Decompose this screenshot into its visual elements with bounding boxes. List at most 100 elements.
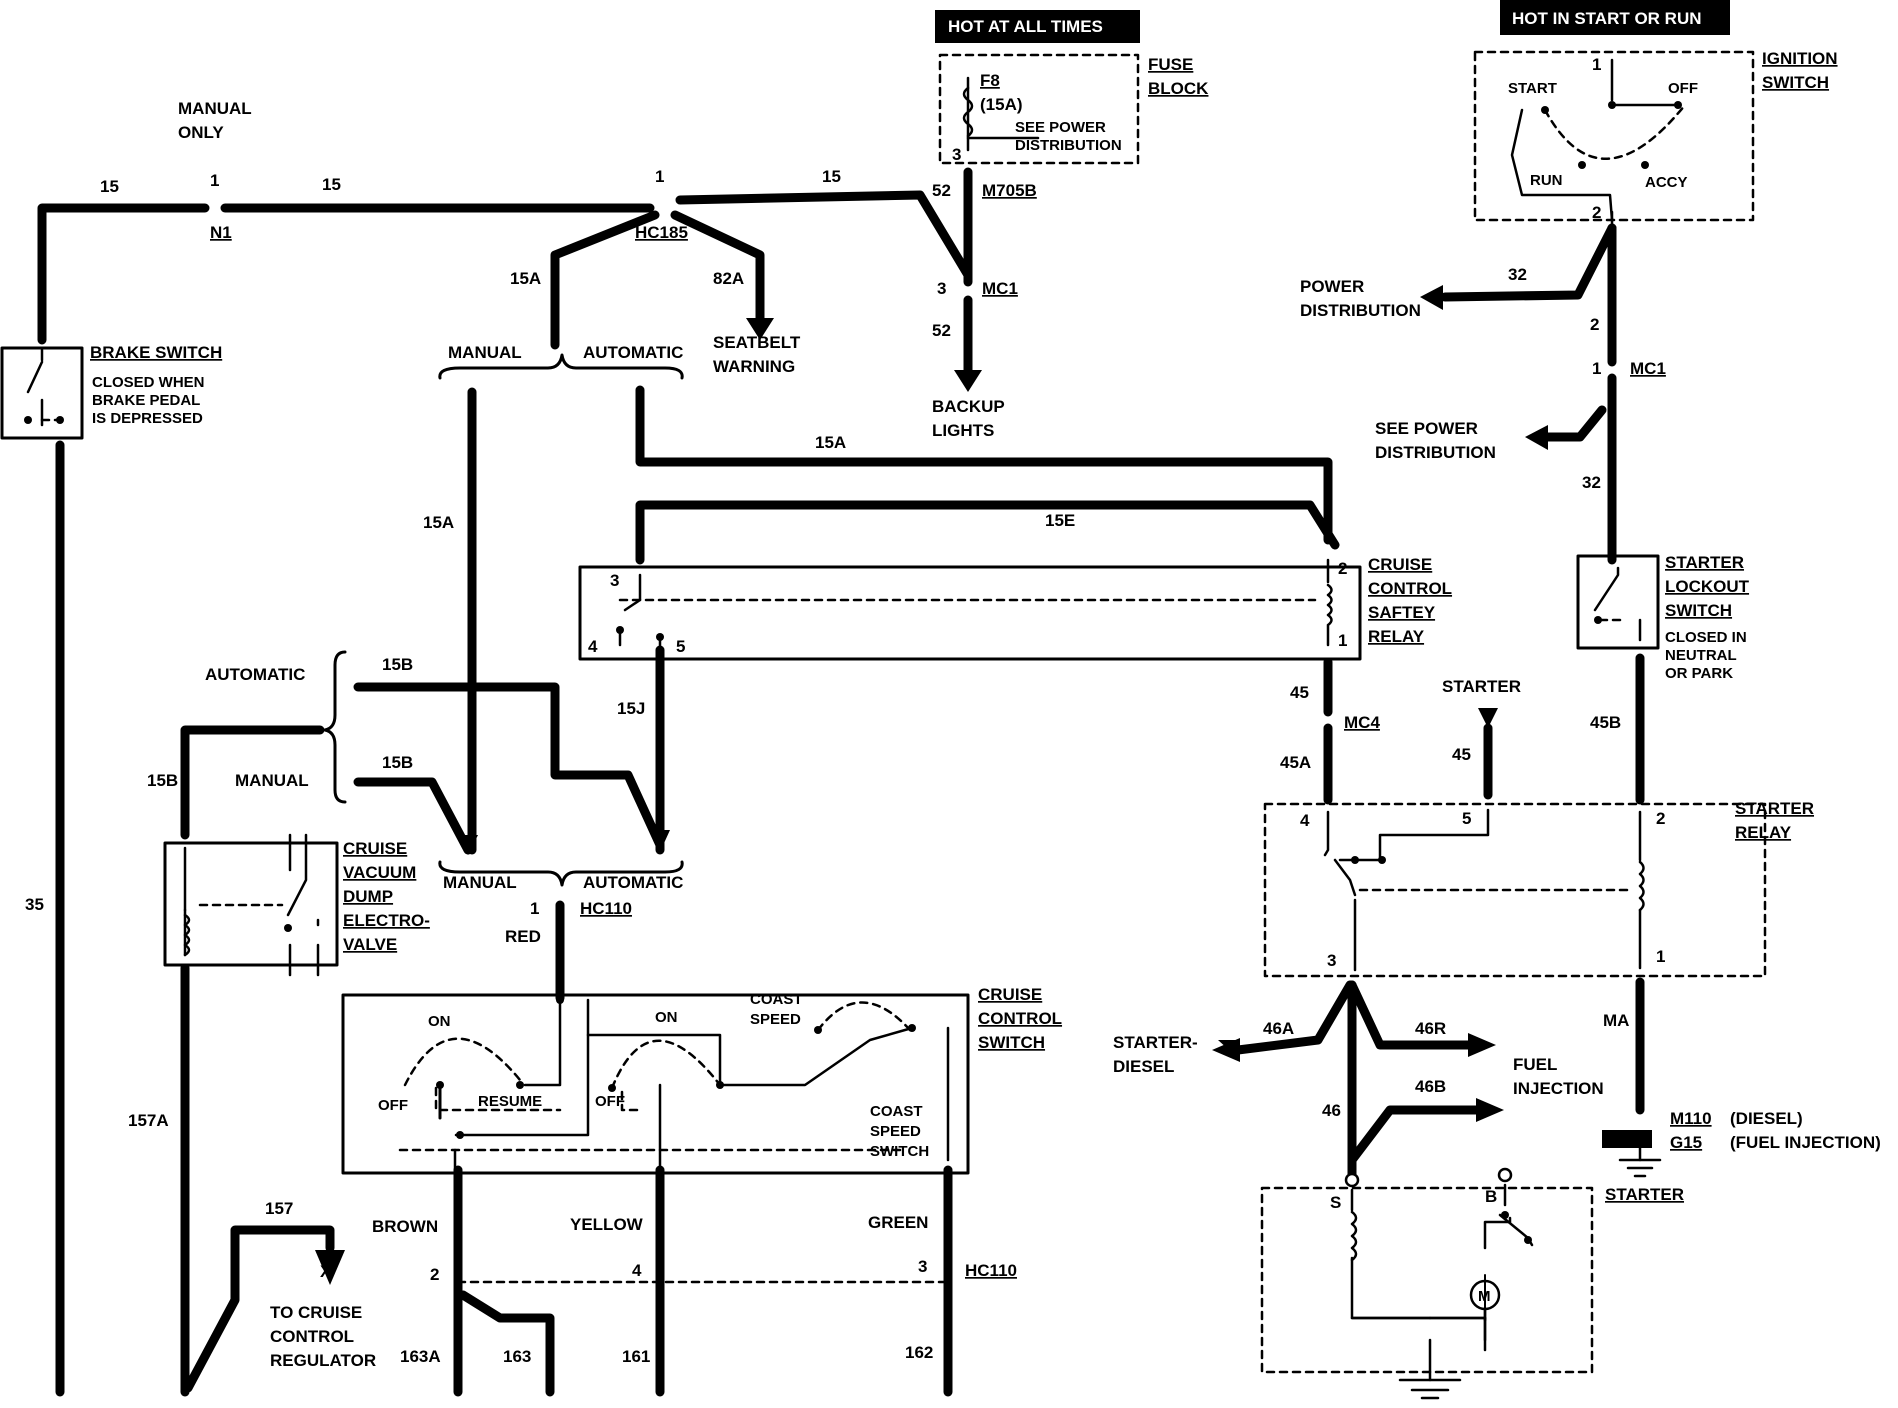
wire-label: 162 (905, 1343, 933, 1362)
pin: 2 (1592, 203, 1601, 222)
pin: 2 (1656, 809, 1665, 828)
wire-label: 52 (932, 321, 951, 340)
coast-speed: SPEED (750, 1011, 801, 1028)
wire-label: 157 (265, 1199, 293, 1218)
pin: 3 (1327, 951, 1336, 970)
wire-label: 15B (147, 771, 178, 790)
connector-mc1: MC1 (1630, 359, 1666, 378)
pin: 3 (610, 571, 619, 590)
wire-color-yellow: YELLOW (570, 1215, 644, 1234)
wire-label: 15 (322, 175, 341, 194)
fuse-rating: (15A) (980, 95, 1023, 114)
fuse-block-label: FUSE (1148, 55, 1193, 74)
wire-label: 45 (1452, 745, 1471, 764)
lockout-label: LOCKOUT (1665, 577, 1750, 596)
ground-note: (DIESEL) (1730, 1109, 1803, 1128)
heavy-wires (37, 167, 1645, 1397)
vacuum-valve-label: ELECTRO- (343, 911, 430, 930)
pin: 1 (1592, 359, 1601, 378)
wire-label: 46 (1322, 1101, 1341, 1120)
pin: 4 (632, 1261, 642, 1280)
vacuum-valve-label: VACUUM (343, 863, 416, 882)
pin: 4 (588, 637, 598, 656)
text-layer: HOT AT ALL TIMES HOT IN START OR RUN MAN… (25, 9, 1881, 1370)
pin: 4 (1300, 811, 1310, 830)
vacuum-valve-label: CRUISE (343, 839, 407, 858)
coast-speed-switch: SPEED (870, 1123, 921, 1140)
hot-at-all-times: HOT AT ALL TIMES (948, 17, 1103, 36)
switch-on: ON (428, 1013, 451, 1030)
cruise-relay-label: RELAY (1368, 627, 1425, 646)
pin: 1 (1592, 55, 1601, 74)
automatic-label: AUTOMATIC (205, 665, 305, 684)
wire-label: 45 (1290, 683, 1309, 702)
motor-letter: M (1478, 1288, 1491, 1305)
hot-in-start-or-run: HOT IN START OR RUN (1512, 9, 1702, 28)
switch-off: OFF (378, 1097, 408, 1114)
hot-box-left (935, 10, 1140, 43)
wire-label: MA (1603, 1011, 1629, 1030)
manual-label: MANUAL (443, 873, 517, 892)
backup-lights-label: BACKUP (932, 397, 1005, 416)
starter-relay-label: RELAY (1735, 823, 1792, 842)
wire-label: 15A (510, 269, 541, 288)
cruise-switch-label: SWITCH (978, 1033, 1045, 1052)
manual-label: MANUAL (448, 343, 522, 362)
pin: 2 (1338, 559, 1347, 578)
wire-label: 46B (1415, 1077, 1446, 1096)
arrowheads (315, 285, 1548, 1285)
cruise-relay-label: CRUISE (1368, 555, 1432, 574)
pin: 3 (937, 279, 946, 298)
wire-label: 15B (382, 753, 413, 772)
wire-label: 82A (713, 269, 744, 288)
wire-label: 32 (1508, 265, 1527, 284)
lockout-label: SWITCH (1665, 601, 1732, 620)
manual-label: MANUAL (235, 771, 309, 790)
ignition-switch-label: SWITCH (1762, 73, 1829, 92)
regulator-label: TO CRUISE (270, 1303, 362, 1322)
brake-note: BRAKE PEDAL (92, 392, 200, 409)
coast-speed-switch: COAST (870, 1103, 923, 1120)
wire-label: 15B (382, 655, 413, 674)
dashed-elements (40, 50, 1767, 1374)
brake-note: CLOSED WHEN (92, 374, 205, 391)
wire-label: 15E (1045, 511, 1075, 530)
ign-run: RUN (1530, 172, 1563, 189)
automatic-label: AUTOMATIC (583, 343, 683, 362)
pin: 5 (676, 637, 685, 656)
wire-label: 157A (128, 1111, 169, 1130)
wire-label: 45B (1590, 713, 1621, 732)
wire-label: 15A (815, 433, 846, 452)
coil-icons (183, 583, 1645, 1262)
wire-label: 52 (932, 181, 951, 200)
manual-only-label: MANUAL (178, 99, 252, 118)
connector-m110: M110 (1670, 1109, 1712, 1128)
pin: 3 (918, 1257, 927, 1276)
power-distribution-label: POWER (1300, 277, 1364, 296)
pin: 1 (655, 167, 664, 186)
starter-label: STARTER (1442, 677, 1521, 696)
connector-n1: N1 (210, 223, 232, 242)
see-power-label: DISTRIBUTION (1375, 443, 1496, 462)
lockout-label: STARTER (1665, 553, 1744, 572)
fuse-block-label: BLOCK (1148, 79, 1209, 98)
manual-only-label: ONLY (178, 123, 224, 142)
ign-start: START (1508, 80, 1557, 97)
connector-hc185: HC185 (635, 223, 688, 242)
hot-box-right (1500, 0, 1730, 35)
see-power-fuse: SEE POWER (1015, 119, 1106, 136)
cruise-relay-label: CONTROL (1368, 579, 1452, 598)
cruise-relay-label: SAFTEY (1368, 603, 1436, 622)
pin: 5 (1462, 809, 1471, 828)
wire-label: 2 (1590, 315, 1599, 334)
connector-braces (323, 353, 684, 887)
coast-speed: COAST (750, 991, 803, 1008)
wire-label: 46A (1263, 1019, 1294, 1038)
switch-off: OFF (595, 1093, 625, 1110)
wire-label: 15 (822, 167, 841, 186)
ground-note: (FUEL INJECTION) (1730, 1133, 1881, 1152)
wire-label: 46R (1415, 1019, 1446, 1038)
contact-dots (24, 101, 1682, 1244)
thin-wires (26, 58, 1680, 1400)
vacuum-valve-label: DUMP (343, 887, 393, 906)
